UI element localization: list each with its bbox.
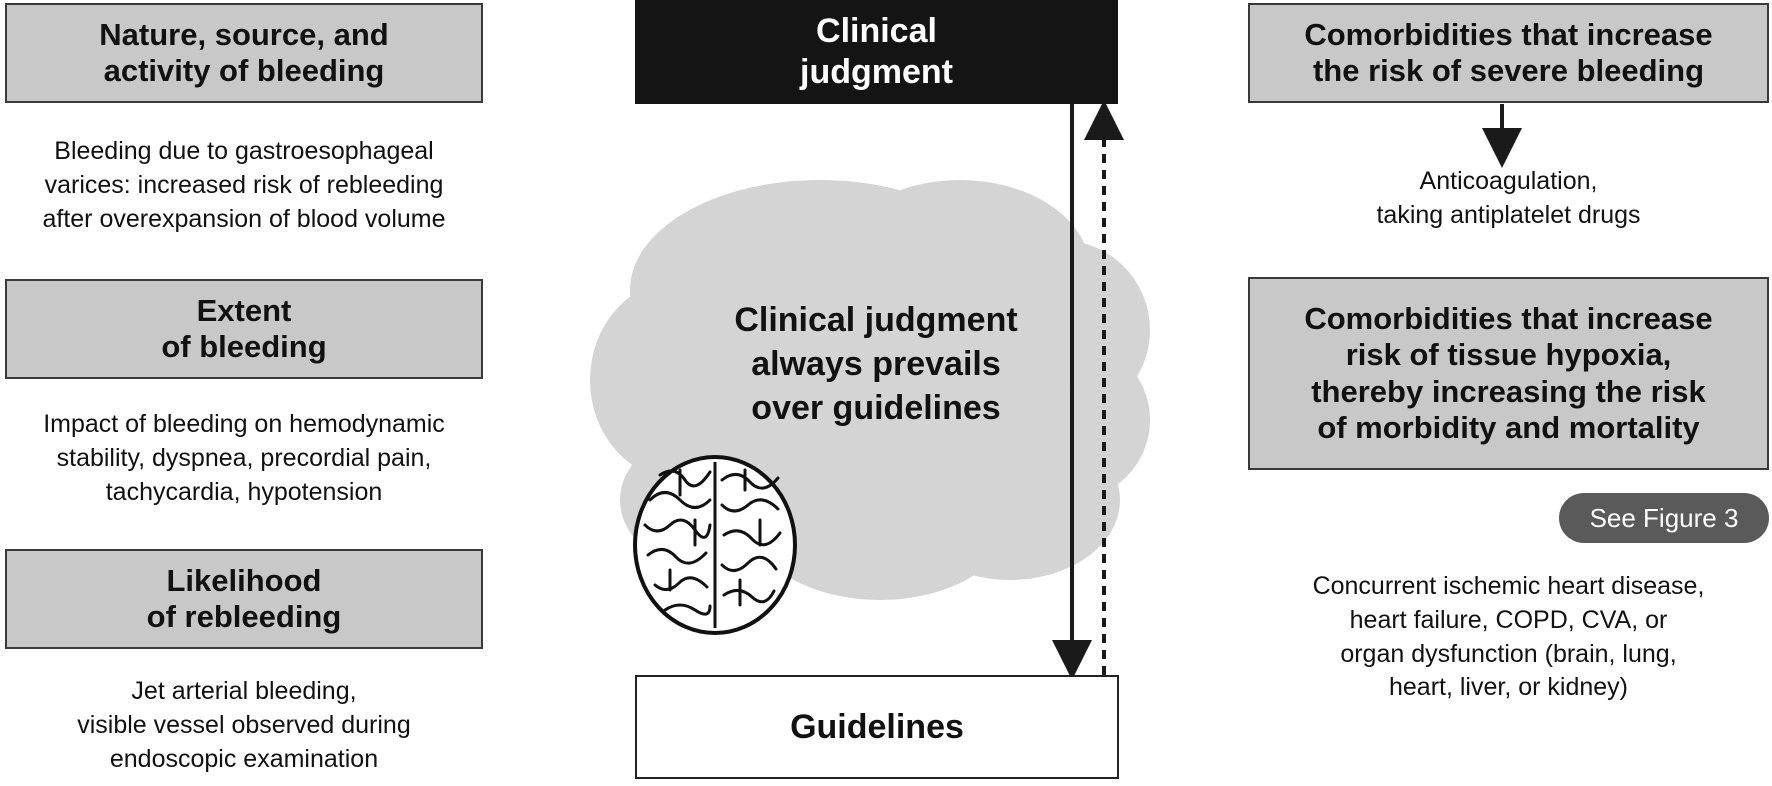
rebleeding-box: Likelihood of rebleeding (5, 549, 483, 649)
ischemic-disease-detail: Concurrent ischemic heart disease, heart… (1312, 572, 1705, 702)
brain-icon (633, 455, 797, 635)
tissue-hypoxia-comorbidities-box: Comorbidities that increase risk of tiss… (1248, 277, 1769, 470)
extent-box: Extent of bleeding (5, 279, 483, 379)
anticoagulation-detail: Anticoagulation, taking antiplatelet dru… (1376, 167, 1641, 229)
rebleeding-detail: Jet arterial bleeding, visible vessel ob… (77, 677, 411, 773)
cloud-caption: Clinical judgment always prevails over g… (734, 301, 1018, 428)
nature-source-box: Nature, source, and activity of bleeding (5, 3, 483, 103)
guidelines-box: Guidelines (635, 675, 1119, 779)
severe-bleeding-comorbidities-box: Comorbidities that increase the risk of … (1248, 3, 1769, 103)
extent-detail: Impact of bleeding on hemodynamic stabil… (43, 410, 445, 506)
clinical-judgment-box: Clinical judgment (635, 0, 1118, 104)
nature-source-detail: Bleeding due to gastroesophageal varices… (42, 137, 446, 233)
see-figure-3-badge[interactable]: See Figure 3 (1559, 493, 1769, 543)
